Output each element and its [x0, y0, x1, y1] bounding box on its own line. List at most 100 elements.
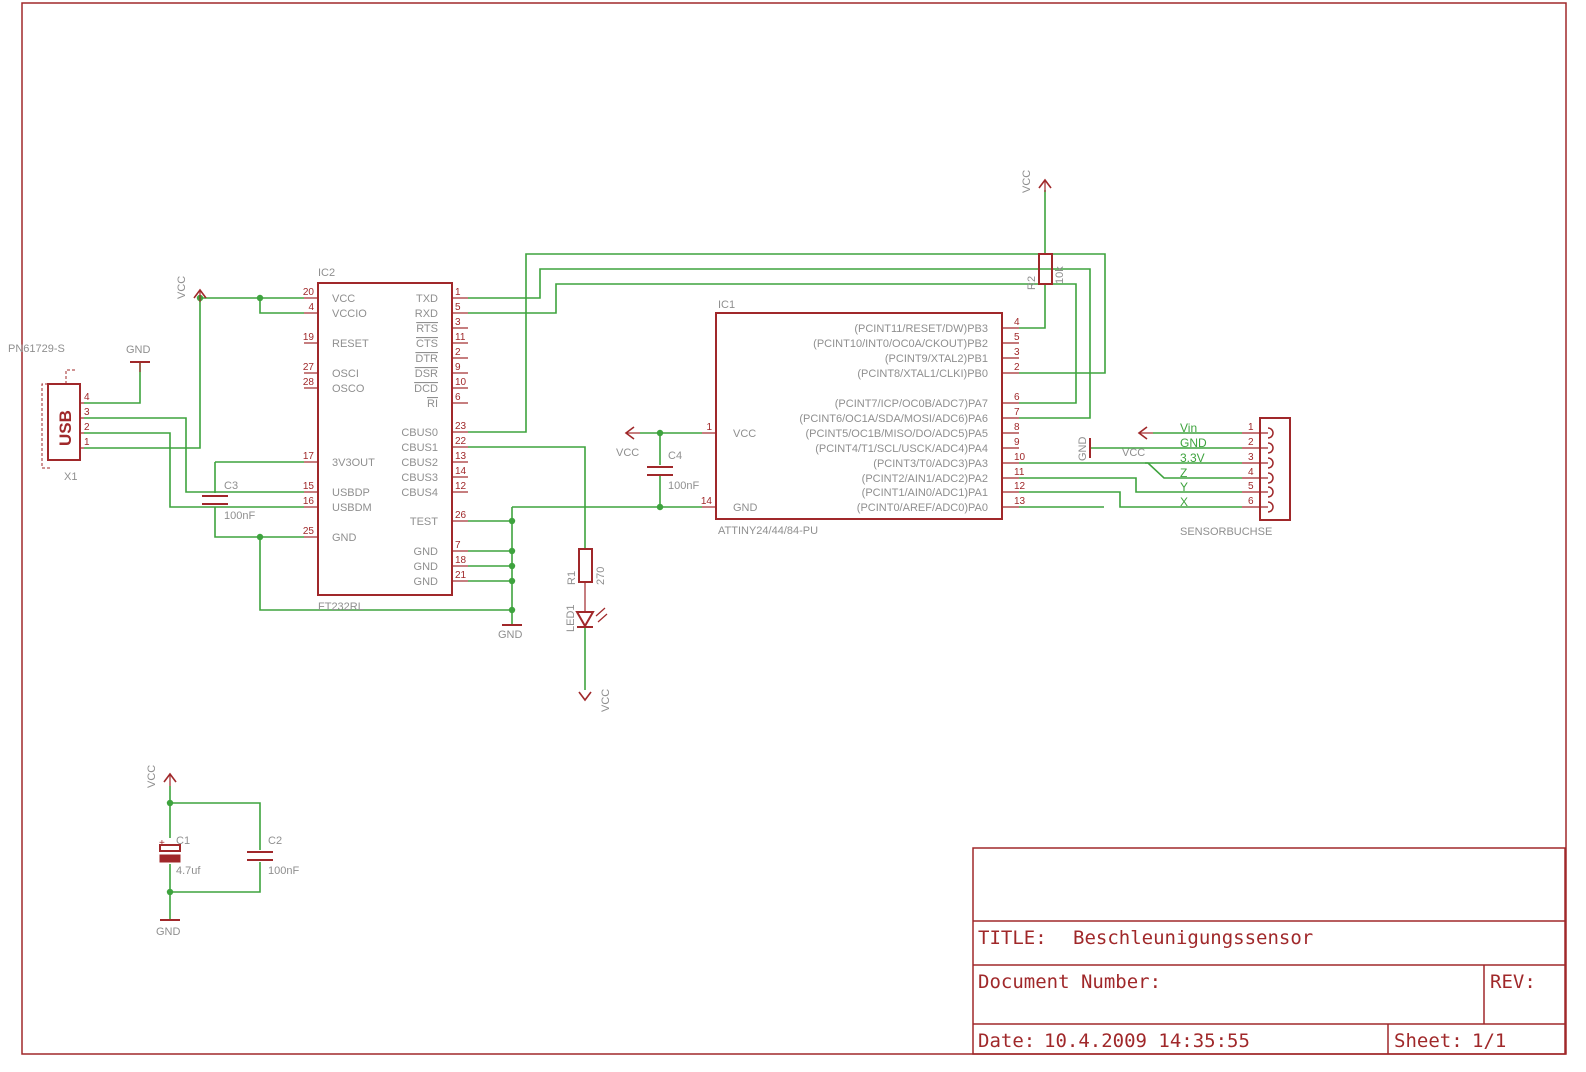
led1-name: LED1 — [565, 604, 577, 632]
resistor-r1[interactable]: R1 270 — [566, 548, 607, 600]
ic1-pin-name: (PCINT3/T0/ADC3)PA3 — [873, 458, 988, 470]
ic1-pin-number: 2 — [1014, 362, 1020, 373]
ic2-pin-name: DTR — [415, 353, 438, 365]
vcc-symbol — [578, 691, 592, 702]
title-block: TITLE: Beschleunigungssensor Document Nu… — [972, 847, 1566, 1055]
usb-value: PN61729-S — [8, 343, 65, 355]
title-block-frame — [972, 847, 1566, 1055]
ic2-pin-number: 11 — [455, 332, 466, 343]
ic2-pin-number: 18 — [455, 555, 467, 566]
ic2-pin-name: 3V3OUT — [332, 457, 375, 469]
ic2-pin-number: 26 — [455, 510, 467, 521]
vcc-label: VCC — [1021, 170, 1033, 193]
ic2-pin-name: CBUS2 — [401, 457, 438, 469]
usb-body — [47, 383, 81, 461]
ic2-pin-name: CTS — [416, 338, 438, 350]
document-number-label: Document Number: — [978, 971, 1161, 993]
ic1-pin-number: 10 — [1014, 452, 1026, 463]
ic1-pin-name: (PCINT5/OC1B/MISO/DO/ADC5)PA5 — [805, 428, 988, 440]
usb-name: X1 — [64, 471, 77, 483]
ic1-pin-name: (PCINT6/OC1A/SDA/MOSI/ADC6)PA6 — [799, 413, 988, 425]
title-value: Beschleunigungssensor — [1073, 927, 1313, 949]
gnd-label: GND — [156, 926, 181, 938]
ic2-pin-name: TXD — [416, 293, 438, 305]
sensor-pin-contact — [1267, 427, 1274, 439]
gnd-label: GND — [126, 344, 151, 356]
ic2-pin-name: GND — [414, 561, 439, 573]
sensor-net-label: Z — [1180, 466, 1187, 480]
ic2-pin-name: USBDP — [332, 487, 370, 499]
ic1-pin-number: 11 — [1014, 467, 1025, 478]
resistor-r2[interactable]: R2 10k — [1026, 253, 1066, 290]
ic2-left-pins: 20VCC4VCCIO19RESET27OSCI28OSCO173V3OUT15… — [303, 287, 375, 544]
r2-value: 10k — [1054, 266, 1066, 284]
sensor-net-label: GND — [1180, 436, 1207, 450]
sensor-pin-number: 3 — [1248, 452, 1254, 463]
ic1-body — [715, 312, 1003, 520]
ic1-pin-name: (PCINT7/ICP/OC0B/ADC7)PA7 — [835, 398, 988, 410]
ic2-pin-number: 20 — [303, 287, 315, 298]
ic2-pin-number: 3 — [455, 317, 461, 328]
ic1-pin-number: 8 — [1014, 422, 1020, 433]
ic2-pin-name: CBUS3 — [401, 472, 438, 484]
usb-pin-number: 4 — [84, 392, 90, 403]
ic1-pin-name: (PCINT10/INT0/OC0A/CKOUT)PB2 — [813, 338, 988, 350]
ic1-pin-name: (PCINT2/AIN1/ADC2)PA2 — [862, 473, 988, 485]
ic2-pin-name: GND — [414, 546, 439, 558]
sensor-pin-contact — [1267, 457, 1274, 469]
sensor-pin-number: 2 — [1248, 437, 1254, 448]
ic1-pin-number: 4 — [1014, 317, 1020, 328]
ic2-pin-name: VCCIO — [332, 308, 367, 320]
sensor-net-label: X — [1180, 495, 1188, 509]
ic2-pin-number: 5 — [455, 302, 461, 313]
sensor-name: SENSORBUCHSE — [1180, 526, 1272, 538]
ic1-value: ATTINY24/44/84-PU — [718, 525, 818, 537]
ic2-pin-number: 21 — [455, 570, 467, 581]
capacitor-c3[interactable]: C3 100nF — [202, 480, 255, 522]
sensor-net-label: 3.3V — [1180, 451, 1205, 465]
ic2-pin-name: RI — [427, 398, 438, 410]
date-label: Date: — [978, 1030, 1035, 1052]
c3-value: 100nF — [224, 510, 255, 522]
ic2-ft232rl[interactable]: IC2 FT232RL 20VCC4VCCIO19RESET27OSCI28OS… — [303, 267, 468, 613]
ic2-right-pins: 1TXD5RXD3RTS11CTS2DTR9DSR10DCD6RI23CBUS0… — [401, 287, 468, 588]
sensor-pin-number: 5 — [1248, 481, 1254, 492]
ic2-pin-number: 12 — [455, 481, 467, 492]
c2-name: C2 — [268, 835, 282, 847]
ic2-pin-name: VCC — [332, 293, 355, 305]
gnd-label: GND — [1077, 437, 1089, 462]
vcc-label: VCC — [146, 765, 158, 788]
ic2-pin-name: OSCI — [332, 368, 359, 380]
ic1-pin-name: (PCINT9/XTAL2)PB1 — [885, 353, 988, 365]
ic1-pin-name: VCC — [733, 428, 756, 440]
led-led1[interactable]: LED1 — [565, 600, 608, 632]
sensor-pin-number: 6 — [1248, 496, 1254, 507]
sheet-frame — [21, 2, 1567, 1055]
ic2-pin-name: GND — [414, 576, 439, 588]
ic2-pin-name: TEST — [410, 516, 438, 528]
r1-value: 270 — [595, 567, 607, 585]
c2-value: 100nF — [268, 865, 299, 877]
capacitor-c2[interactable]: C2 100nF — [247, 835, 299, 877]
ic2-pin-name: GND — [332, 532, 357, 544]
capacitor-c1[interactable]: + C1 4.7uf — [159, 835, 201, 877]
sensor-pin-number: 1 — [1248, 422, 1254, 433]
ic1-pin-name: (PCINT0/AREF/ADC0)PA0 — [857, 502, 988, 514]
ic2-pin-number: 1 — [455, 287, 461, 298]
c1-name: C1 — [176, 835, 190, 847]
svg-text:+: + — [159, 838, 165, 849]
ic2-pin-number: 25 — [303, 526, 315, 537]
ic1-right-pins: 4(PCINT11/RESET/DW)PB35(PCINT10/INT0/OC0… — [799, 317, 1025, 514]
ic2-pin-number: 7 — [455, 540, 461, 551]
ic2-pin-number: 19 — [303, 332, 315, 343]
capacitor-c4[interactable]: C4 100nF — [647, 450, 699, 492]
ic2-pin-number: 28 — [303, 377, 315, 388]
ic2-pin-number: 22 — [455, 436, 467, 447]
